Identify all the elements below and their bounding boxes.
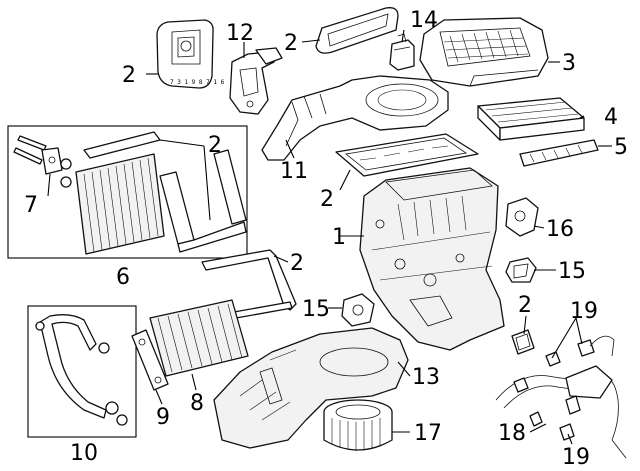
callout-15-left: 15 (302, 297, 330, 322)
upper-duct-part (261, 75, 449, 161)
housing-top-gasket-part (335, 133, 479, 177)
callout-2-housing-top: 2 (320, 187, 334, 212)
callout-8: 8 (190, 391, 204, 416)
evaporator-group-frame (7, 125, 248, 259)
blower-motor-part (323, 399, 393, 451)
callout-12: 12 (226, 21, 254, 46)
lower-blower-case-part (213, 327, 409, 449)
callout-2-top-left: 2 (122, 63, 136, 88)
callout-2-square-seal: 2 (518, 293, 532, 318)
callout-13: 13 (412, 365, 440, 390)
callout-14: 14 (410, 8, 438, 33)
callout-19-top: 19 (570, 299, 598, 324)
upper-air-inlet-housing-part (419, 17, 549, 87)
callout-labels: 2 12 2 14 3 4 5 2 11 2 7 1 16 6 2 15 2 1… (24, 8, 628, 470)
callout-2-evaporator: 2 (208, 133, 222, 158)
callout-7: 7 (24, 193, 38, 218)
callout-19-bottom: 19 (562, 445, 590, 470)
callout-1: 1 (332, 225, 346, 250)
temp-actuator-left-part (341, 293, 375, 327)
gasket-oval-part: 7 3 1 9 8 7 1 6 (156, 19, 225, 89)
callout-15-right: 15 (558, 259, 586, 284)
evaporator-group-parts (13, 131, 247, 255)
temp-actuator-right-part (505, 257, 537, 283)
cabin-air-filter-part (477, 97, 585, 141)
heater-tank-part (131, 329, 169, 391)
long-l-gasket-part (201, 249, 297, 319)
callout-11: 11 (280, 159, 308, 184)
heater-core-part (149, 299, 249, 377)
callout-2-top-gasket: 2 (284, 31, 298, 56)
leader-lines (47, 29, 612, 445)
callout-16: 16 (546, 217, 574, 242)
mode-actuator-part (505, 197, 539, 237)
callout-18: 18 (498, 421, 526, 446)
heater-hoses-part (35, 314, 128, 426)
square-seal-part (511, 329, 535, 355)
wiring-harness-part (495, 335, 627, 459)
callout-3: 3 (562, 51, 576, 76)
hose-group-frame (27, 305, 137, 438)
actuator-bracket-part (229, 47, 283, 115)
callout-10: 10 (70, 441, 98, 466)
callout-5: 5 (614, 135, 628, 160)
callout-17: 17 (414, 421, 442, 446)
part-stamp-text: 7 3 1 9 8 7 1 6 (170, 79, 225, 86)
callout-4: 4 (604, 105, 618, 130)
filter-gasket-part (315, 7, 399, 54)
pcb-strip-part (519, 139, 599, 167)
callout-2-long-gasket: 2 (290, 251, 304, 276)
small-actuator-part (389, 33, 415, 71)
main-hvac-case-part (359, 167, 505, 351)
callout-9: 9 (156, 405, 170, 430)
callout-6: 6 (116, 265, 130, 290)
